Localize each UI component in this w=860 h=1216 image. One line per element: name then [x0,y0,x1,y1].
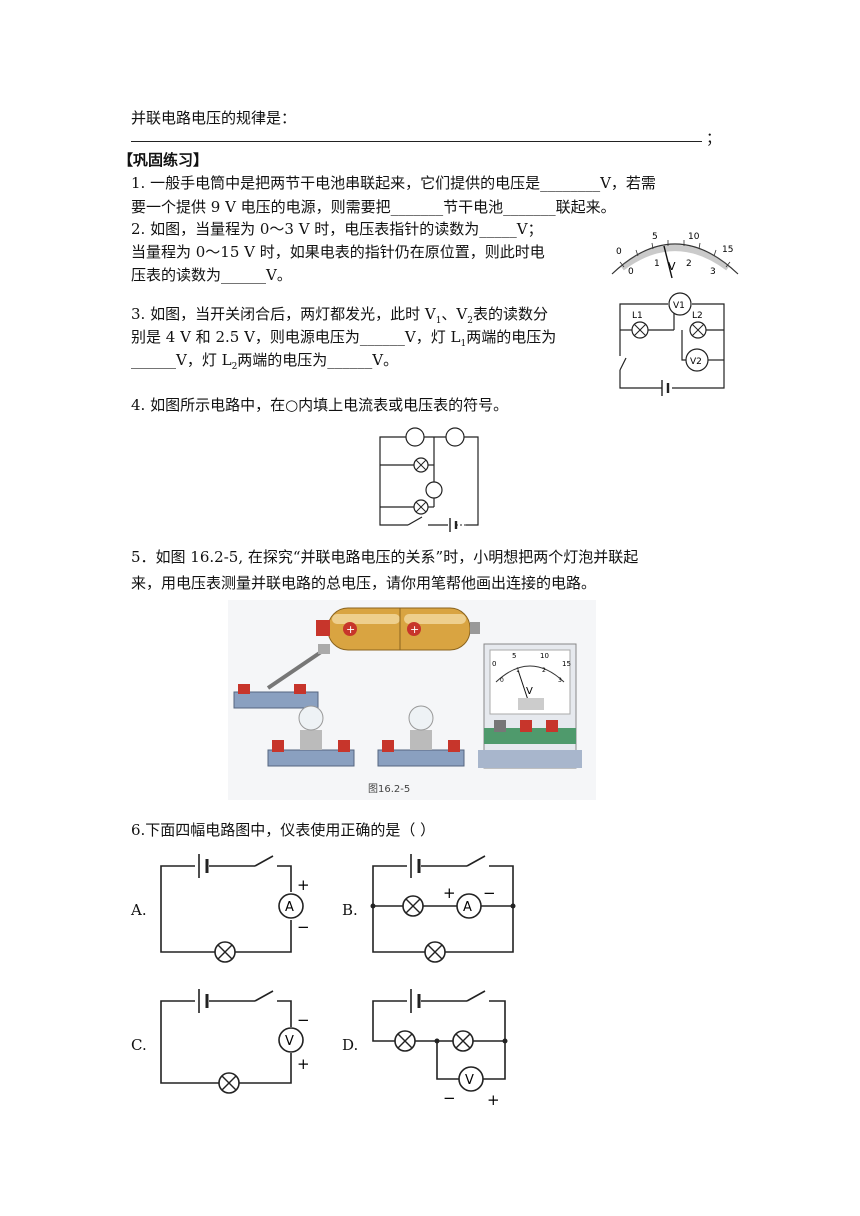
q3-line1-sub2: 2 [467,316,473,326]
q3-line2-sub: 1 [460,339,467,349]
option-d-voltmeter [458,1066,484,1092]
q3-circuit-figure: V1 L1 L2 V2 [619,292,725,396]
q2-line1: 2. 如图，当量程为 0～3 V 时，电压表指针的读数为_____V； [131,220,543,238]
option-a-ammeter [278,893,304,919]
option-a-label[interactable]: A. [131,901,147,919]
option-c-minus: − [297,1011,310,1029]
v1-meter [668,292,692,316]
option-a-ammeter-label: A [285,900,294,915]
q3-line2: 别是 4 V 和 2.5 V，则电源电压为______V，灯 L1两端的电压为 [131,327,556,354]
q4-middle-circle[interactable] [425,481,443,499]
switch-base [233,691,319,709]
option-c-voltmeter [278,1027,304,1053]
rule-answer-blank[interactable] [131,141,702,142]
v2-meter [685,348,709,372]
q2-line3: 压表的读数为______V。 [131,266,292,284]
q5-meter-v: V [526,686,533,697]
switch-lever [266,648,326,690]
q4-top-right-circle[interactable] [445,427,465,447]
option-b-minus: − [483,884,496,902]
q3-line3-sub: 2 [231,362,238,372]
q5-meter-left: 0 [492,660,496,668]
meter-bottom-3: 3 [710,267,716,277]
v1-label: V1 [673,301,685,311]
q4-top-left-circle[interactable] [405,427,425,447]
meter-bottom-1: 1 [654,259,660,269]
meter-top-5: 5 [652,232,658,242]
q2-line2: 当量程为 0～15 V 时，如果电表的指针仍在原位置，则此时电 [131,243,545,261]
q3-line3: ______V，灯 L2两端的电压为______V。 [131,350,398,377]
option-b-ammeter-label: A [463,900,472,915]
rule-label: 并联电路电压的规律是： [131,109,297,127]
q5-meter-right: 15 [562,660,571,668]
q4-circuit-figure [379,427,479,532]
section-title: 【巩固练习】 [118,151,209,169]
q1-line1: 1. 一般手电筒中是把两节干电池串联起来，它们提供的电压是________V，若… [131,174,656,192]
option-c-plus: + [297,1055,310,1073]
q1-line2: 要一个提供 9 V 电压的电源，则需要把_______节干电池_______联起… [131,198,616,216]
q3-line2-a: 别是 4 V 和 2.5 V，则电源电压为______V，灯 L [131,328,461,346]
q3-line1-sub1: 1 [435,316,442,326]
meter-bottom-2: 2 [686,259,692,269]
q3-line3-b: 两端的电压为______V。 [237,351,399,369]
meter-bottom-v: V [668,260,676,273]
lamp2-bulb [408,705,434,731]
option-a-plus: + [297,876,310,894]
option-a-circuit: A + − [160,854,310,963]
l1-label: L1 [632,311,643,321]
battery-plus-1: + [346,623,355,636]
option-d-label[interactable]: D. [342,1036,359,1054]
option-d-plus: + [487,1091,500,1109]
meter-pointer [663,245,673,279]
option-c-voltmeter-label: V [285,1034,294,1049]
option-b-label[interactable]: B. [342,901,358,919]
q3-line1-b: 、V [441,305,468,323]
q3-line1: 3. 如图，当开关闭合后，两灯都发光，此时 V1、V2表的读数分 [131,304,548,331]
q3-line1-a: 3. 如图，当开关闭合后，两灯都发光，此时 V [131,305,436,323]
option-d-voltmeter-label: V [465,1073,474,1088]
q3-line3-a: ______V，灯 L [131,351,232,369]
option-c-label[interactable]: C. [131,1036,147,1054]
lamp1-base [267,749,355,767]
q5-line2: 来，用电压表测量并联电路的总电压，请你用笔帮他画出连接的电路。 [131,574,597,592]
meter-top-15: 15 [722,245,733,255]
option-b-circuit: A + − [370,854,516,963]
voltmeter-scale-figure: 0 5 10 15 0 1 V 2 3 [611,232,739,279]
q3-line2-b: 两端的电压为 [466,328,557,346]
rule-end: ； [706,129,722,147]
q4-line1: 4. 如图所示电路中，在○内填上电流表或电压表的符号。 [131,396,509,414]
option-d-minus: − [443,1089,456,1107]
q5-meter-bottom-2: 2 [542,667,546,674]
option-d-circuit: V − + [372,989,508,1109]
q5-meter-bottom-0: 0 [500,677,504,684]
q5-meter-bottom-3: 3 [558,677,562,684]
meter-bottom-0: 0 [628,267,634,277]
option-b-ammeter [456,893,482,919]
battery-plus-2: + [410,623,419,636]
option-c-circuit: V − + [160,989,310,1094]
q5-meter-top-10: 10 [540,652,549,660]
q5-caption: 图16.2-5 [368,783,410,795]
lamp1-bulb [298,705,324,731]
q6-line1: 6.下面四幅电路图中，仪表使用正确的是（ ） [131,821,436,839]
meter-top-0: 0 [616,247,622,257]
v2-label: V2 [690,357,702,367]
q5-meter-top-5: 5 [512,652,516,660]
meter-top-10: 10 [688,232,700,242]
option-a-minus: − [297,918,310,936]
q3-line1-c: 表的读数分 [473,305,549,323]
q5-apparatus-figure: + + 0 5 10 15 0 1 2 3 V 图16.2-5 [228,600,596,800]
q5-line1: 5．如图 16.2-5, 在探究“并联电路电压的关系”时，小明想把两个灯泡并联起 [131,548,639,566]
option-b-plus: + [443,884,456,902]
l2-label: L2 [692,311,703,321]
lamp2-base [377,749,465,767]
